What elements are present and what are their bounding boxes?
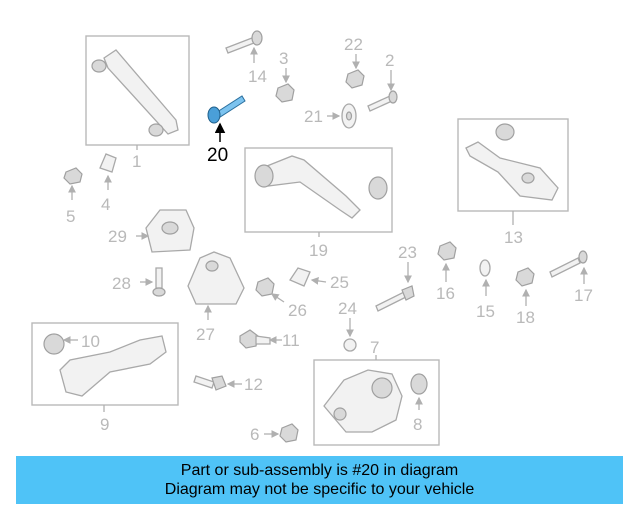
part-22-bushing[interactable]: 22 bbox=[344, 35, 365, 89]
part-17-bolt[interactable]: 17 bbox=[549, 250, 593, 305]
callout-20: 20 bbox=[207, 145, 228, 166]
callout-19: 19 bbox=[309, 241, 328, 260]
part-10-bushing[interactable]: 10 bbox=[62, 332, 100, 351]
callout-28: 28 bbox=[112, 274, 131, 293]
callout-7: 7 bbox=[370, 338, 379, 357]
callout-10: 10 bbox=[81, 332, 100, 351]
callout-2: 2 bbox=[385, 51, 394, 70]
part-24-washer[interactable]: 24 bbox=[338, 299, 357, 352]
callout-12: 12 bbox=[244, 375, 263, 394]
callout-5: 5 bbox=[66, 207, 75, 226]
callout-25: 25 bbox=[330, 273, 349, 292]
part-28-stud[interactable]: 28 bbox=[112, 267, 166, 297]
part-16-nut[interactable]: 16 bbox=[436, 241, 457, 303]
part-8-bushing[interactable]: 8 bbox=[410, 373, 428, 434]
part-2-bolt[interactable]: 2 bbox=[367, 51, 398, 112]
callout-11: 11 bbox=[282, 331, 300, 350]
part-15-washer[interactable]: 15 bbox=[476, 259, 495, 321]
part-19-control-arm[interactable]: 19 bbox=[244, 147, 393, 260]
part-1-link[interactable]: 1 bbox=[85, 35, 190, 171]
callout-29: 29 bbox=[108, 227, 127, 246]
callout-17: 17 bbox=[574, 286, 593, 305]
callout-6: 6 bbox=[250, 425, 259, 444]
banner-line-1: Part or sub-assembly is #20 in diagram bbox=[180, 462, 459, 479]
part-13-lower-arm[interactable]: 13 bbox=[457, 118, 569, 247]
part-20-bolt[interactable]: 20 bbox=[207, 95, 246, 166]
callout-3: 3 bbox=[279, 49, 288, 68]
callout-26: 26 bbox=[288, 301, 307, 320]
callout-14: 14 bbox=[248, 67, 267, 86]
callout-13: 13 bbox=[504, 228, 523, 247]
callout-1: 1 bbox=[132, 152, 141, 171]
callout-4: 4 bbox=[101, 195, 110, 214]
part-3-nut[interactable]: 3 bbox=[275, 49, 295, 103]
callout-8: 8 bbox=[413, 415, 422, 434]
part-29-mount[interactable]: 29 bbox=[108, 209, 195, 253]
info-banner: Part or sub-assembly is #20 in diagram D… bbox=[16, 456, 623, 504]
part-12-bolt[interactable]: 12 bbox=[193, 375, 263, 394]
part-6-nut[interactable]: 6 bbox=[250, 423, 299, 444]
callout-24: 24 bbox=[338, 299, 357, 318]
part-9-rear-arm[interactable]: 9 bbox=[31, 322, 179, 434]
part-18-nut[interactable]: 18 bbox=[515, 267, 535, 327]
part-21-washer[interactable]: 21 bbox=[304, 103, 357, 129]
callout-22: 22 bbox=[344, 35, 363, 54]
callout-18: 18 bbox=[516, 308, 535, 327]
part-5-bolt[interactable]: 5 bbox=[63, 167, 83, 226]
callout-15: 15 bbox=[476, 302, 495, 321]
callout-21: 21 bbox=[304, 107, 323, 126]
part-11-bolt[interactable]: 11 bbox=[239, 329, 300, 350]
part-4-bracket[interactable]: 4 bbox=[99, 153, 117, 214]
part-14-bolt[interactable]: 14 bbox=[225, 30, 267, 86]
callout-9: 9 bbox=[100, 415, 109, 434]
part-23-bolt[interactable]: 23 bbox=[375, 243, 417, 312]
part-26-nut[interactable]: 26 bbox=[255, 277, 307, 320]
callout-27: 27 bbox=[196, 325, 215, 344]
part-25-bracket[interactable]: 25 bbox=[289, 267, 349, 292]
banner-line-2: Diagram may not be specific to your vehi… bbox=[164, 481, 475, 498]
callout-23: 23 bbox=[398, 243, 417, 262]
callout-16: 16 bbox=[436, 284, 455, 303]
part-27-mount[interactable]: 27 bbox=[187, 251, 245, 344]
